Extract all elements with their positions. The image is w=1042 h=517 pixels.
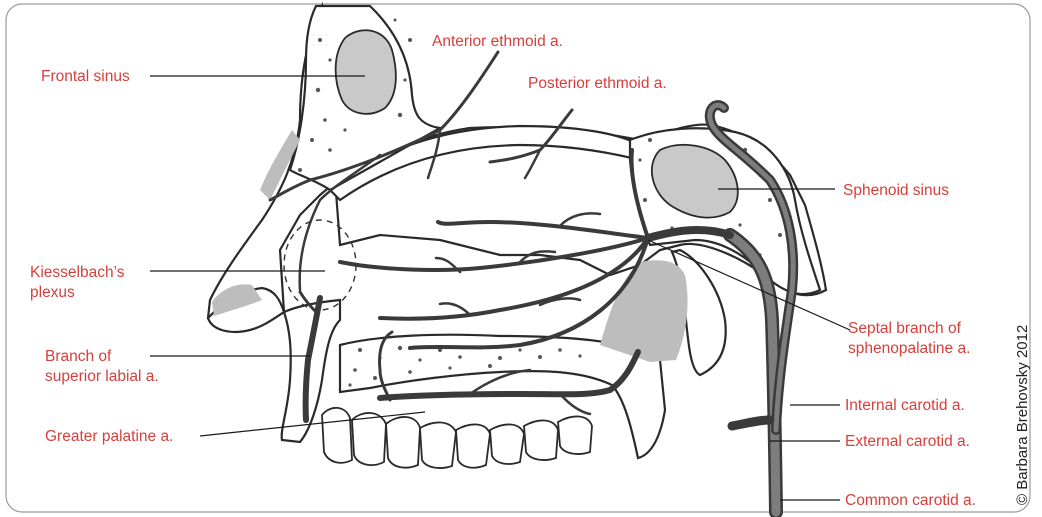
label-external-carotid: External carotid a. [845,433,970,450]
label-posterior-ethmoid: Posterior ethmoid a. [528,75,667,92]
label-internal-carotid: Internal carotid a. [845,397,965,414]
label-greater-palatine: Greater palatine a. [45,428,173,445]
label-anterior-ethmoid: Anterior ethmoid a. [432,33,563,50]
label-labial-line1: Branch of [45,348,112,365]
label-septal-line1: Septal branch of [848,320,962,337]
label-common-carotid: Common carotid a. [845,492,976,509]
label-kiesselbach-line2: plexus [30,284,75,301]
copyright-credit: © Barbara Brehovsky 2012 [1014,325,1031,505]
label-labial-line2: superior labial a. [45,368,159,385]
label-kiesselbach-line1: Kiesselbach’s [30,264,125,281]
label-frontal-sinus: Frontal sinus [41,68,130,85]
frontal-sinus-shape [336,30,396,114]
teeth-row [322,408,592,468]
label-sphenoid-sinus: Sphenoid sinus [843,182,949,199]
label-septal-line2: sphenopalatine a. [848,340,970,357]
